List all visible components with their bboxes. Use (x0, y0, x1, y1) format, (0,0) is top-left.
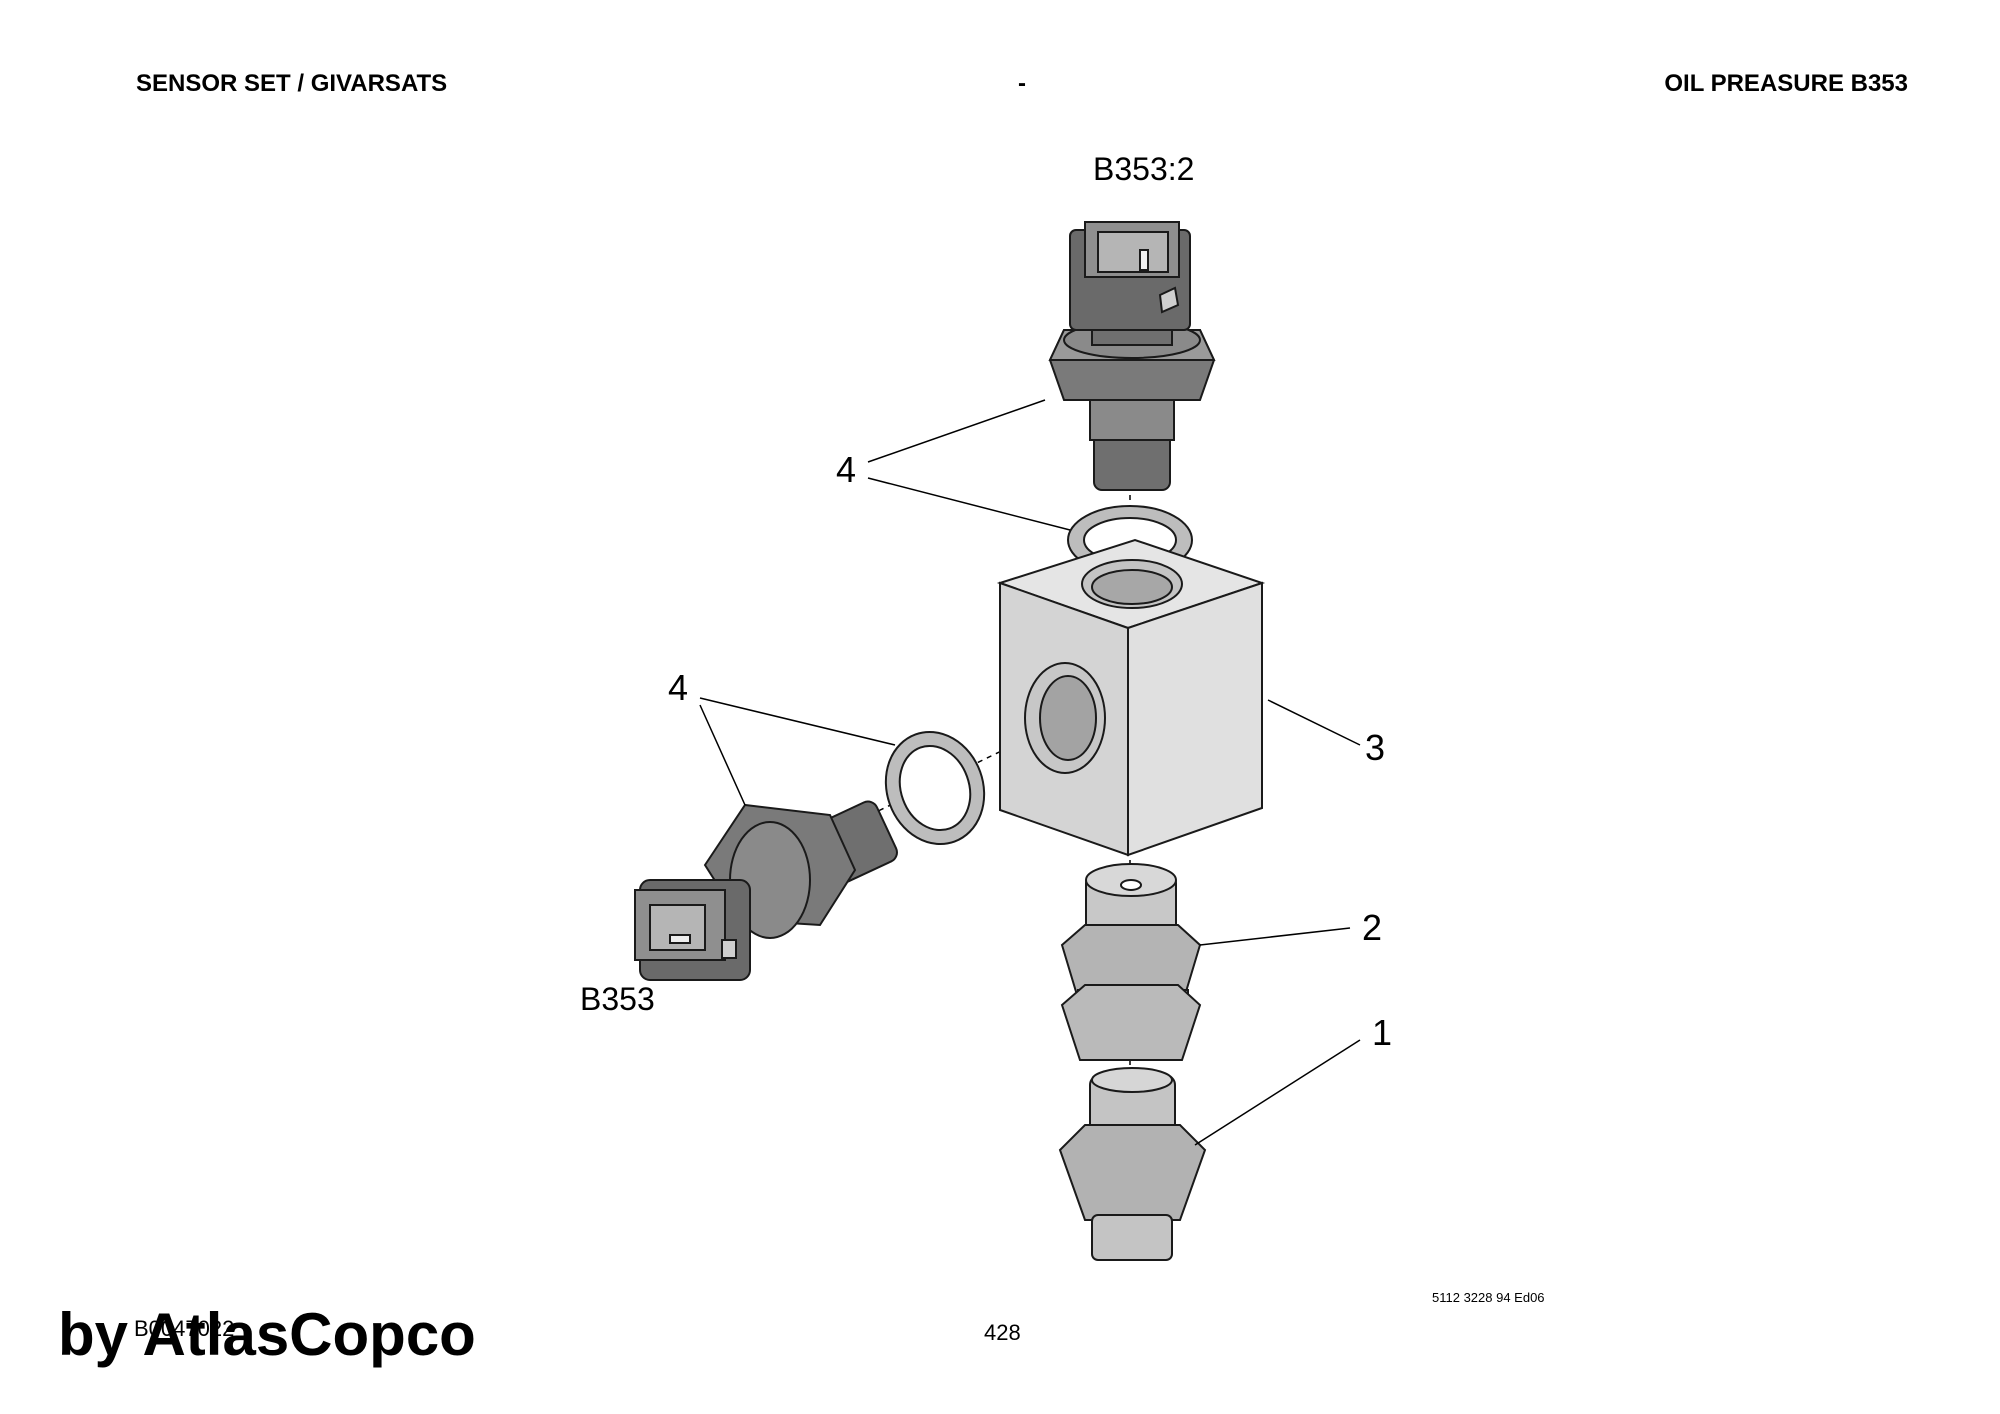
callout-item-4-side: 4 (668, 667, 688, 708)
side-sealing-washer (884, 730, 986, 846)
top-pressure-sensor (1048, 221, 1216, 491)
header-right-title: OIL PREASURE B353 (1664, 70, 1908, 97)
fitting-nipple-item-2 (1060, 863, 1202, 1061)
callout-item-4-top: 4 (836, 449, 856, 490)
callout-b353: B353 (580, 981, 655, 1017)
side-pressure-sensor (634, 800, 898, 981)
adapter-block (996, 538, 1266, 857)
callout-item-1: 1 (1372, 1012, 1392, 1053)
header-left-title: SENSOR SET / GIVARSATS (136, 70, 448, 97)
drawing-id: B0047022 (134, 1316, 235, 1341)
page-number: 428 (984, 1320, 1021, 1345)
header-center: - (1018, 70, 1026, 97)
callout-b353-2: B353:2 (1093, 151, 1194, 187)
fitting-connector-item-1 (1058, 1067, 1207, 1261)
callout-item-2: 2 (1362, 907, 1382, 948)
callout-item-3: 3 (1365, 727, 1385, 768)
leader-lines (699, 399, 1361, 1146)
watermark: by AtlasCopco (58, 1301, 476, 1368)
document-number: 5112 3228 94 Ed06 (1432, 1290, 1545, 1305)
